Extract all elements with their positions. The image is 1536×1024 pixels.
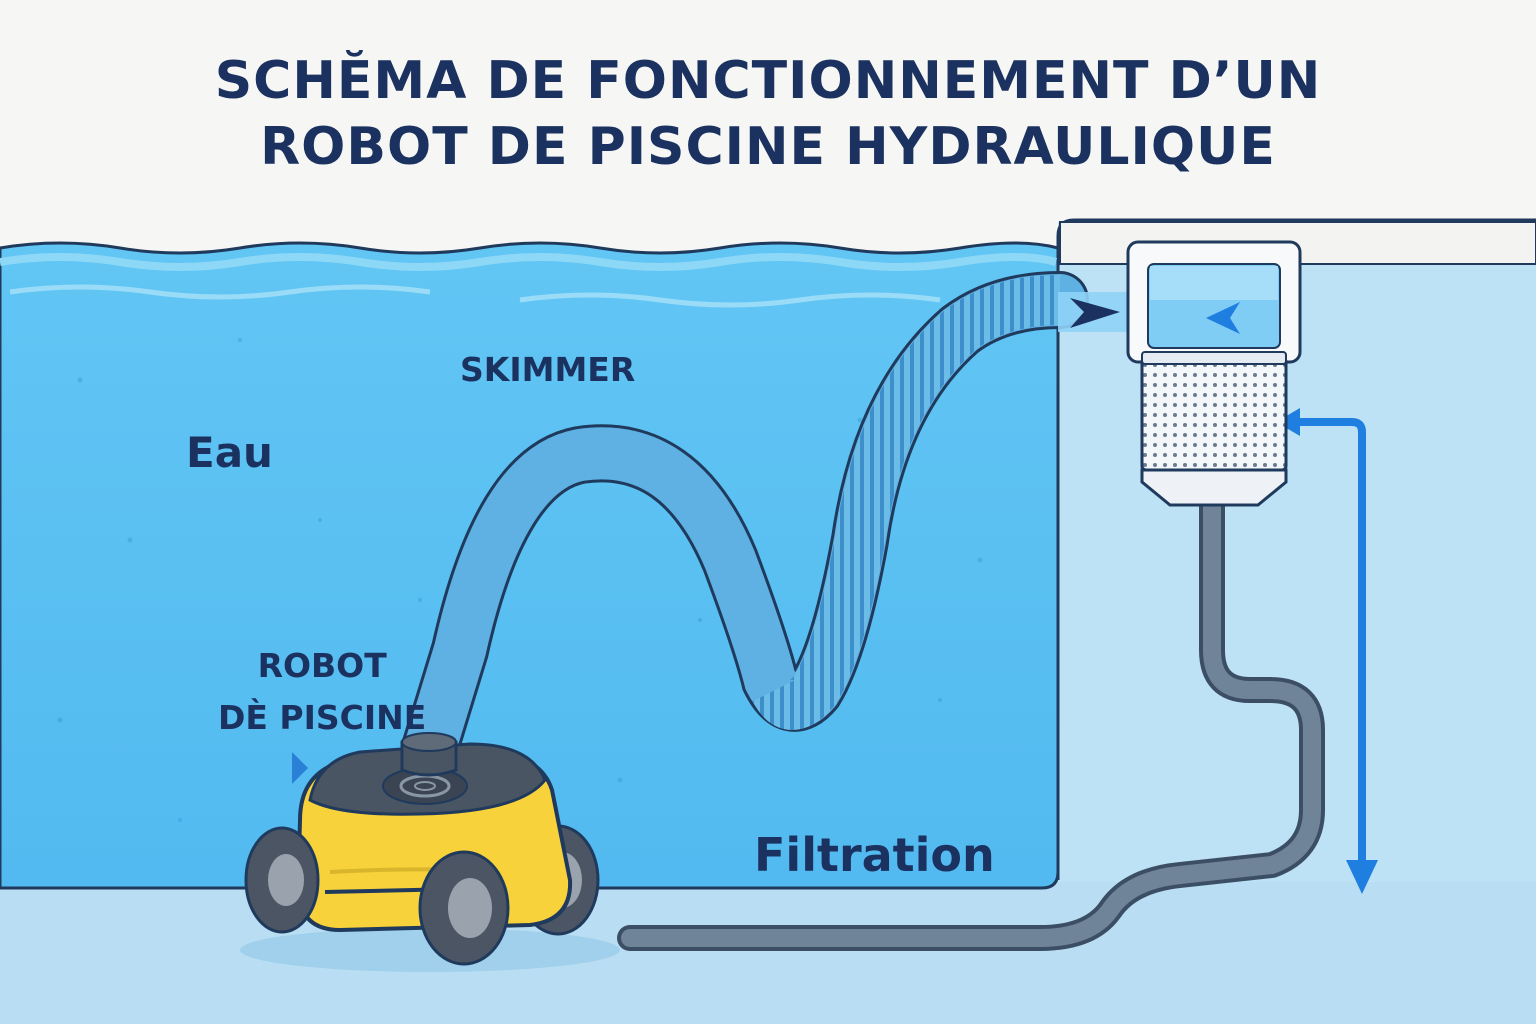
- diagram-title: SCHĔMA DE FONCTIONNEMENT D’UN ROBOT DE P…: [0, 48, 1536, 180]
- flow-arrow-head-left: [1276, 408, 1300, 436]
- title-line-1: SCHĔMA DE FONCTIONNEMENT D’UN: [214, 51, 1322, 111]
- label-robot: ROBOT DÈ PISCINE: [218, 640, 426, 744]
- label-robot-line-2: DÈ PISCINE: [218, 698, 427, 737]
- water-ripple-2: [519, 292, 941, 308]
- suction-arrow: [1070, 298, 1120, 328]
- robot-pointer: [292, 752, 308, 784]
- label-skimmer: SKIMMER: [460, 350, 636, 389]
- label-filtration: Filtration: [754, 828, 995, 882]
- hose-ribbed-section: [752, 275, 1061, 730]
- label-robot-line-1: ROBOT: [257, 646, 387, 685]
- filter-basket: [1140, 356, 1288, 472]
- flow-arrow-line: [1290, 418, 1366, 870]
- water-ripple-1: [9, 284, 431, 300]
- pool-floor: [0, 880, 1536, 1024]
- title-line-2: ROBOT DE PISCINE HYDRAULIQUE: [260, 117, 1276, 177]
- skimmer-unit: [1126, 240, 1302, 507]
- pool-robot: [240, 732, 620, 972]
- label-eau: Eau: [186, 428, 273, 477]
- flow-arrow-head-down: [1346, 860, 1378, 894]
- filter-funnel: [1140, 468, 1288, 507]
- return-pipe-inner: [621, 496, 1321, 947]
- water-surface-wave: [0, 253, 1058, 271]
- skimmer-inner-arrow: [1206, 302, 1240, 334]
